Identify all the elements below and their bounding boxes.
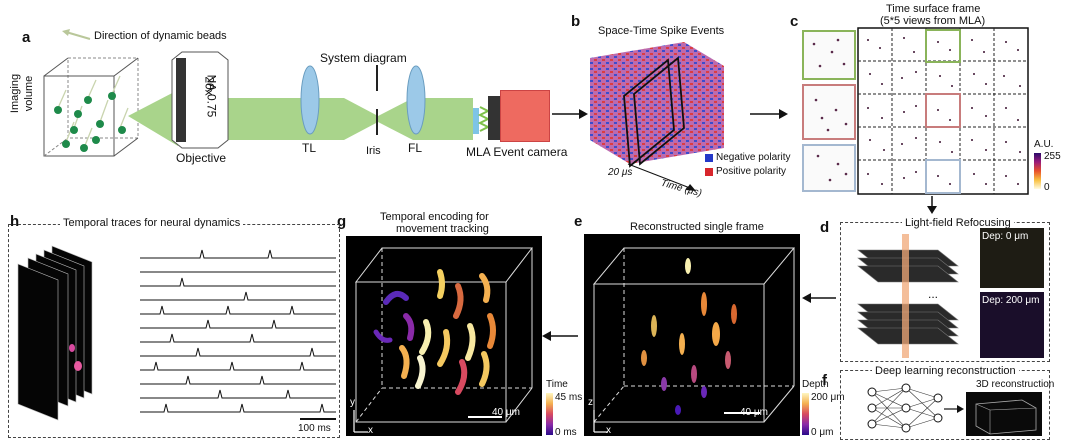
e-axis-z: z bbox=[588, 397, 593, 408]
event-camera-body bbox=[500, 90, 550, 142]
c-colorbar-max: 255 bbox=[1044, 151, 1061, 162]
objective-na: NA 0.75 bbox=[204, 74, 219, 118]
reconstruction-3d-image bbox=[966, 392, 1042, 436]
e-colorbar-min: 0 μm bbox=[811, 427, 834, 438]
arrow-b-to-c-icon bbox=[750, 109, 788, 119]
imaging-volume-label-1: Imaging bbox=[9, 73, 22, 114]
neural-traces bbox=[140, 249, 336, 420]
view-zoom-blue bbox=[802, 144, 856, 192]
bead-direction-legend: Direction of dynamic beads bbox=[94, 30, 227, 42]
positive-polarity-label: Positive polarity bbox=[716, 166, 787, 177]
depth-bottom-label: Dep: 200 μm bbox=[982, 295, 1040, 306]
arrow-d-to-e-icon bbox=[802, 293, 836, 303]
e-depth-colorbar bbox=[802, 393, 809, 435]
depth-top-label: Dep: 0 μm bbox=[982, 231, 1029, 242]
panel-label-a: a bbox=[22, 29, 31, 46]
e-axis-x: x bbox=[606, 425, 611, 436]
panel-label-b: b bbox=[571, 13, 581, 30]
focusing-lens-fl bbox=[406, 65, 426, 135]
panel-label-c: c bbox=[790, 13, 799, 30]
arrow-e-to-g-icon bbox=[542, 331, 578, 341]
event-camera-label: MLA Event camera bbox=[466, 145, 568, 159]
time-axis-arrow-icon bbox=[627, 163, 696, 191]
neural-frame-stack bbox=[17, 245, 93, 421]
positive-polarity-swatch bbox=[705, 168, 713, 176]
arrow-c-to-d-icon bbox=[927, 196, 937, 214]
tl-label: TL bbox=[302, 141, 317, 155]
g-time-colorbar bbox=[546, 393, 553, 435]
h-scale-bar-label: 100 ms bbox=[298, 423, 331, 434]
e-colorbar-max: 200 μm bbox=[811, 392, 845, 403]
refocus-image-bottom bbox=[980, 292, 1044, 358]
g-colorbar-max: 45 ms bbox=[555, 392, 583, 403]
space-time-spike-volume bbox=[590, 42, 724, 168]
refocus-image-top bbox=[980, 228, 1044, 288]
reconstructed-frame-content bbox=[592, 247, 796, 423]
arrow-nn-to-3d-icon bbox=[944, 405, 964, 413]
arrow-a-to-b-icon bbox=[552, 109, 588, 119]
temporal-encoding-title-1: Temporal encoding for bbox=[380, 211, 489, 223]
e-axis-icon bbox=[593, 410, 608, 433]
negative-polarity-label: Negative polarity bbox=[716, 152, 791, 163]
imaging-volume-cube bbox=[43, 57, 139, 157]
panel-label-h: h bbox=[10, 213, 20, 230]
neural-network-icon bbox=[867, 383, 943, 433]
e-scale-bar-label: 40 μm bbox=[740, 407, 768, 418]
g-axis-y: y bbox=[350, 397, 355, 408]
reconstruction-3d-cube bbox=[975, 399, 1037, 435]
zoom-view-dots bbox=[812, 38, 848, 182]
tube-lens-tl bbox=[300, 65, 320, 135]
spike-events-title: Space-Time Spike Events bbox=[598, 25, 725, 37]
g-scale-bar-label: 40 μm bbox=[492, 407, 520, 418]
g-colorbar-title: Time bbox=[546, 379, 568, 390]
system-diagram-title: System diagram bbox=[320, 51, 407, 65]
objective-label: Objective bbox=[176, 151, 227, 165]
view-zoom-red bbox=[802, 84, 856, 140]
c-colorbar-min: 0 bbox=[1044, 182, 1050, 193]
e-colorbar-title: Depth bbox=[802, 379, 829, 390]
view-zoom-green bbox=[802, 30, 856, 80]
time-surface-title-2: (5*5 views from MLA) bbox=[880, 15, 986, 27]
reconstructed-frame-title: Reconstructed single frame bbox=[630, 221, 764, 233]
deep-learning-title: Deep learning reconstruction bbox=[872, 366, 1019, 377]
reconstruction-3d-label: 3D reconstruction bbox=[976, 379, 1055, 390]
objective-lens bbox=[171, 51, 229, 149]
temporal-traces-title: Temporal traces for neural dynamics bbox=[60, 218, 244, 229]
refocus-ellipsis: ... bbox=[928, 287, 939, 301]
refocusing-title: Light-field Refocusing bbox=[902, 218, 1014, 229]
g-axis-icon bbox=[353, 410, 368, 433]
g-colorbar-min: 0 ms bbox=[555, 427, 577, 438]
imaging-volume-label-2: volume bbox=[23, 75, 36, 112]
g-axis-x: x bbox=[368, 425, 373, 436]
c-colorbar-unit: A.U. bbox=[1034, 139, 1054, 150]
temporal-encoding-content bbox=[354, 247, 534, 423]
time-interval-label: 20 μs bbox=[608, 167, 633, 178]
panel-label-f: f bbox=[822, 372, 827, 389]
time-surface-grid bbox=[857, 27, 1029, 195]
bead-direction-arrow-icon bbox=[62, 29, 91, 40]
iris-label: Iris bbox=[366, 145, 381, 157]
refocus-stack bbox=[857, 234, 959, 358]
temporal-encoding-title-2: movement tracking bbox=[396, 223, 489, 235]
time-surface-title-1: Time surface frame bbox=[886, 3, 981, 15]
fl-label: FL bbox=[408, 141, 423, 155]
negative-polarity-swatch bbox=[705, 154, 713, 162]
panel-label-d: d bbox=[820, 219, 830, 236]
panel-label-g: g bbox=[337, 213, 347, 230]
iris-aperture bbox=[376, 65, 378, 135]
panel-label-e: e bbox=[574, 213, 583, 230]
c-colorbar bbox=[1034, 153, 1041, 189]
camera-sensor bbox=[488, 96, 500, 140]
